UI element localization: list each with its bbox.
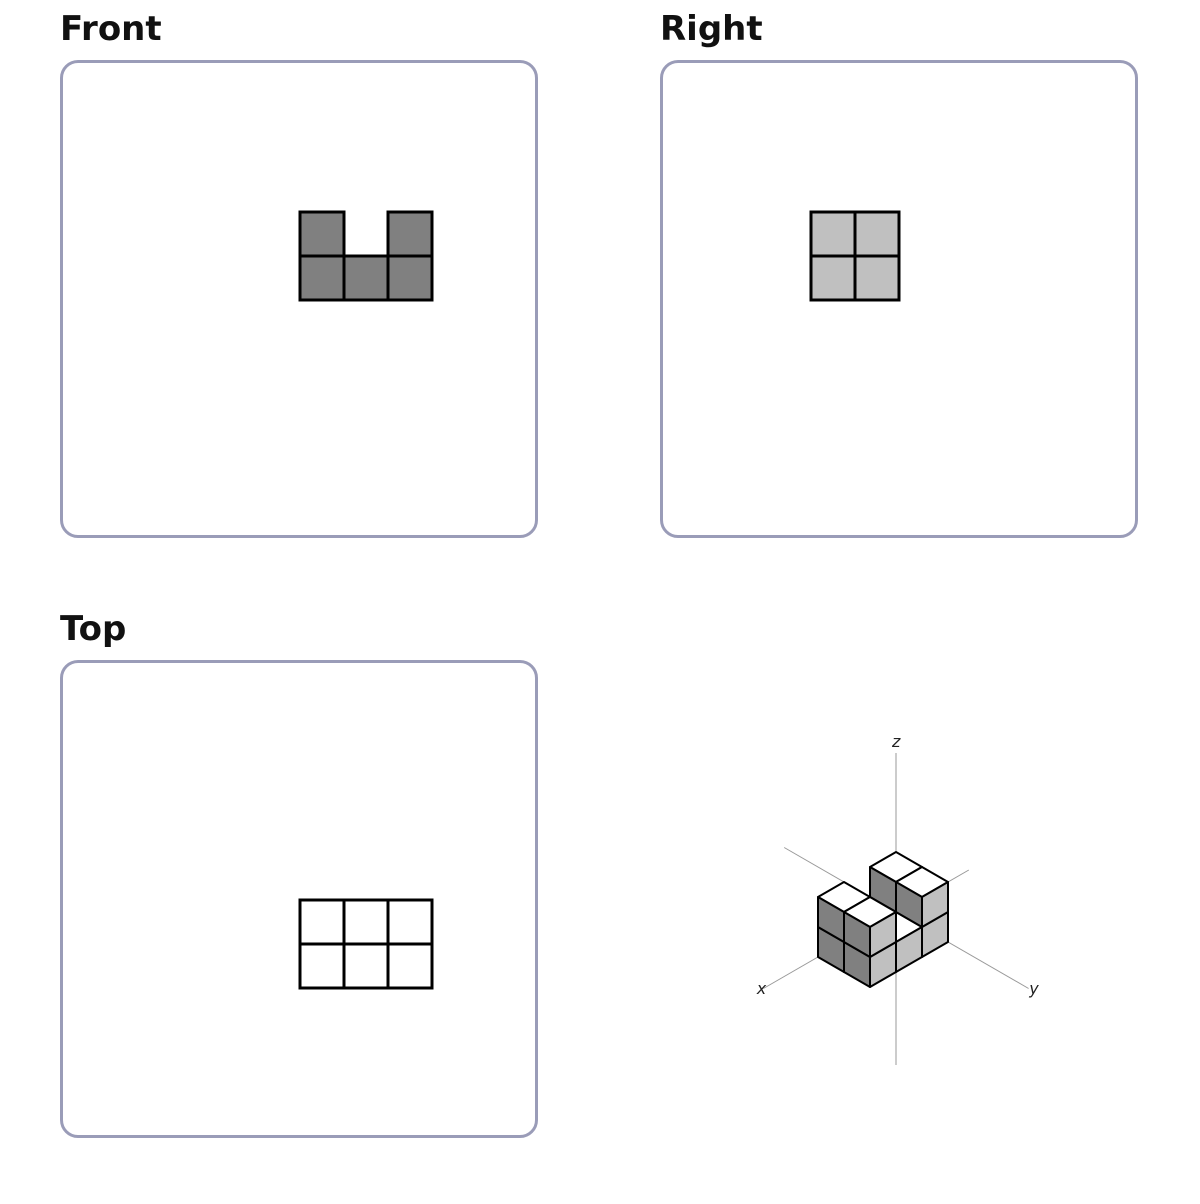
right-view-cell [853, 210, 901, 258]
front-view-drawing [298, 210, 434, 302]
right-view-cell [809, 210, 857, 258]
isometric-cubes [817, 851, 949, 988]
front-view-cell [386, 210, 434, 258]
front-view-cell [298, 254, 346, 302]
top-view-drawing [298, 898, 434, 990]
y-axis-label: y [1028, 979, 1039, 998]
cube-side-face [869, 911, 897, 958]
top-view-cell [298, 898, 346, 946]
front-view-cell [298, 210, 346, 258]
front-view-panel [60, 60, 538, 538]
top-view-panel [60, 660, 538, 1138]
right-view-cell [809, 254, 857, 302]
front-view-cell [386, 254, 434, 302]
isometric-drawing: z x y [756, 732, 1039, 1065]
top-view-cell [386, 942, 434, 990]
x-axis-label: x [756, 979, 767, 998]
right-view-title: Right [660, 9, 763, 49]
top-view-title: Top [60, 609, 127, 649]
top-view-cell [386, 898, 434, 946]
cube-side-face [921, 881, 949, 928]
right-view-panel [660, 60, 1138, 538]
isometric-view: z x y [600, 600, 1200, 1200]
right-view-cell [853, 254, 901, 302]
front-view-title: Front [60, 9, 162, 49]
right-view-drawing [809, 210, 901, 302]
top-view-cell [342, 942, 390, 990]
top-view-cell [342, 898, 390, 946]
z-axis-label: z [891, 732, 901, 751]
front-view-cell [342, 254, 390, 302]
top-view-cell [298, 942, 346, 990]
